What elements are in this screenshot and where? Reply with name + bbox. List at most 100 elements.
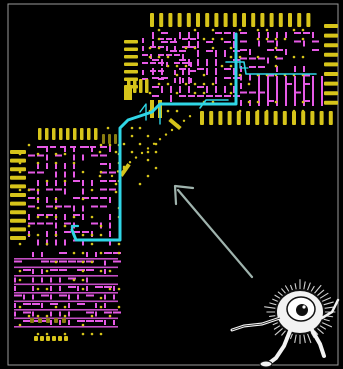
pcb-pad [40,336,44,341]
silk-mark [77,260,85,263]
silk-line [14,292,118,294]
silk-mark [59,286,61,291]
mascot-foot [259,360,273,368]
pcb-pad [10,201,26,206]
silk-mark [158,78,164,80]
silk-mark [152,41,154,48]
silk-mark [64,180,66,186]
silk-mark [73,214,80,216]
silk-mark [95,320,103,322]
one-eyed-creature-icon [230,279,340,368]
via [108,269,112,273]
silk-mark [100,171,107,174]
pcb-pad [124,86,132,100]
via [148,46,152,50]
silk-mark [82,154,84,161]
pcb-pad [124,40,138,44]
silk-mark [100,154,107,157]
silk-mark [258,32,260,38]
silk-mark [55,205,62,208]
via [45,269,49,273]
via [220,37,224,41]
silk-bar [285,76,287,106]
silk-mark [312,49,319,51]
pcb-pad [46,318,50,323]
silk-mark [276,66,278,72]
silk-mark [46,146,48,152]
silk-mark [303,100,310,102]
silk-mark [59,320,61,325]
silk-mark [73,180,80,182]
silk-mark [285,49,287,55]
via [202,37,206,41]
via [81,197,85,201]
silk-mark [267,57,269,64]
via [90,260,94,264]
pcb-pad [10,150,26,154]
via [128,161,132,164]
silk-mark [37,171,44,174]
silk-mark [86,269,94,271]
via [18,188,22,192]
via [154,150,158,154]
via [157,46,161,50]
silk-mark [55,163,57,169]
via [130,150,134,154]
silk-mark [240,66,242,72]
silk-mark [55,154,62,157]
silk-mark [188,41,190,48]
silk-mark [197,86,204,88]
silk-mark [46,222,53,225]
pcb-pad [124,55,138,59]
via [157,55,161,59]
silk-mark [197,95,204,97]
silk-mark [258,91,265,94]
via [81,170,85,174]
via [188,115,192,118]
silkscreen-layer [14,32,323,328]
pcb-pad [324,72,338,76]
via [202,82,206,86]
via [54,197,58,201]
pcb-pad [328,111,333,125]
silk-mark [197,41,199,48]
via [211,37,215,41]
via [45,287,49,291]
via [63,152,67,156]
pcb-pad [264,111,269,125]
silk-mark [190,62,192,67]
silk-line [14,300,118,303]
via [36,233,40,237]
silk-mark [188,68,190,75]
silk-mark [64,222,71,225]
silk-mark [82,180,84,186]
via [193,82,197,86]
silk-mark [86,260,94,263]
silk-mark [46,163,48,169]
pcb-pad [205,13,210,27]
pcb-pad [124,70,138,74]
via [54,206,58,210]
via [18,269,22,273]
silk-mark [249,74,251,81]
silk-mark [142,78,148,80]
via [292,28,296,32]
silk-line [14,309,118,311]
silk-bar [294,76,296,106]
silk-mark [50,311,52,317]
via [90,233,94,237]
via [229,46,233,50]
via [18,161,22,165]
silk-mark [46,197,48,203]
silk-mark [55,188,62,191]
via [184,82,188,86]
via [36,215,40,219]
silk-mark [303,74,310,77]
silk-mark [294,66,296,72]
via [36,161,40,165]
via [27,188,31,192]
silk-mark [267,74,274,77]
silk-mark [73,197,80,199]
